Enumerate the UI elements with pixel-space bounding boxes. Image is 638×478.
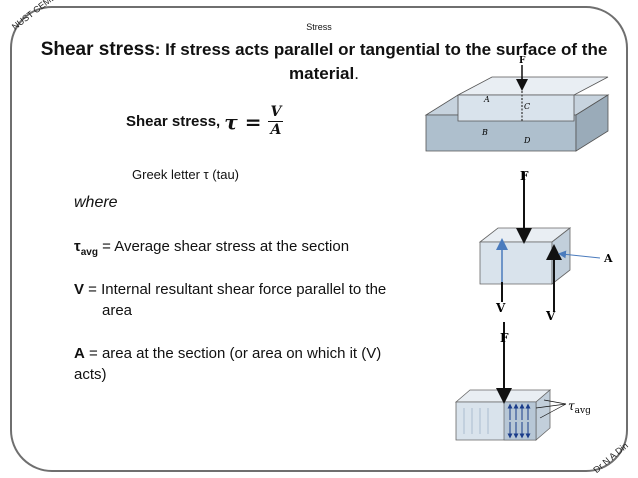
- a-symbol: A: [74, 345, 85, 362]
- tau-symbol: τ: [224, 109, 238, 134]
- fraction-denominator: A: [270, 122, 282, 138]
- fig1-label-b: B: [481, 128, 488, 137]
- title-lead: Shear stress: [40, 39, 155, 60]
- shear-block-figure: F V V A: [450, 162, 620, 327]
- equals-sign: =: [244, 109, 262, 134]
- definition-tavg: τavg = Average shear stress at the secti…: [74, 236, 349, 263]
- greek-note: Greek letter τ (tau): [132, 167, 240, 182]
- fig2-label-v-right: V: [545, 309, 556, 322]
- tau-avg-figure: F τavg: [440, 320, 591, 451]
- definition-v: V = Internal resultant shear force paral…: [74, 279, 424, 321]
- fig1-label-d: D: [523, 136, 531, 145]
- title-rest: : If stress acts parallel or tangential …: [154, 40, 608, 83]
- fraction-numerator: V: [268, 104, 284, 122]
- fraction: V A: [268, 104, 284, 139]
- shear-stress-formula: Shear stress, τ = V A: [126, 104, 284, 139]
- slide-title: Shear stress: If stress acts parallel or…: [40, 38, 608, 86]
- where-label: where: [74, 194, 118, 211]
- lap-joint-figure: F A B C D: [422, 55, 618, 172]
- v-text-cont: area: [102, 302, 133, 319]
- tavg-text: = Average shear stress at the section: [102, 238, 350, 255]
- fig3-tau-label: τavg: [568, 399, 590, 416]
- title-end: .: [354, 64, 359, 83]
- fig3-tau: τ: [568, 399, 575, 413]
- tavg-sub: avg: [80, 247, 98, 258]
- tavg-symbol: τ: [74, 238, 81, 255]
- definition-a: A = area at the section (or area on whic…: [74, 343, 414, 385]
- fig1-label-c: C: [524, 102, 530, 111]
- fig3-tau-sub: avg: [575, 406, 590, 416]
- slide-header: Stress: [306, 22, 332, 32]
- v-text: = Internal resultant shear force paralle…: [84, 281, 387, 298]
- fig1-label-f: F: [519, 56, 526, 66]
- fig2-label-f: F: [520, 169, 529, 183]
- fig1-label-a: A: [483, 95, 490, 104]
- fig2-label-v-left: V: [495, 301, 506, 315]
- fig2-label-a: A: [603, 252, 613, 265]
- a-text: = area at the section (or area on which …: [74, 345, 382, 383]
- fig3-label-f: F: [500, 331, 509, 345]
- slide-frame: [10, 6, 628, 472]
- v-symbol: V: [74, 281, 85, 298]
- formula-label: Shear stress,: [126, 113, 221, 130]
